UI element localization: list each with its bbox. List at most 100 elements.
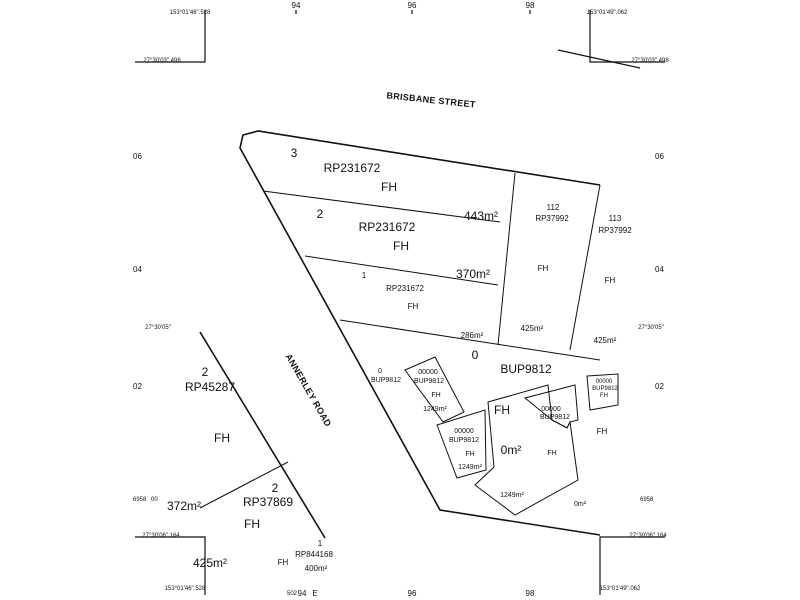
sub-a-plan: BUP9812 (414, 378, 444, 385)
sub-d-tenure: FH (547, 450, 557, 457)
grid-bottom-extra: 502 (286, 591, 298, 597)
lot-division (199, 461, 289, 509)
lon-label-bottom-left: 153°01'46".528 (164, 586, 206, 592)
lot0-plan: BUP9812 (500, 362, 552, 376)
lat-label-bottom-left: 27°30'06".164 (142, 533, 180, 539)
rp844168-area: 400m² (304, 564, 328, 573)
bottom-right-area: 0m² (573, 501, 587, 508)
lot-division (339, 319, 601, 361)
lon-label-top-right: 153°01'49".062 (586, 10, 628, 16)
sub-parcel-right (586, 373, 619, 411)
lat-label-top-right: 27°30'03".498 (631, 58, 669, 64)
grid-bottom-94: 94 (297, 589, 307, 598)
sub-right-plan: BUP9812 (592, 386, 618, 392)
grid-left-06: 06 (133, 152, 142, 161)
lot113-number: 113 (608, 214, 622, 223)
annerley-road-line (199, 331, 326, 539)
sub-b-tenure: FH (465, 451, 475, 458)
lot112-tenure: FH (537, 264, 549, 273)
lot-division (569, 184, 601, 351)
side-label-right: 6958 (640, 497, 654, 503)
rp45287-plan: RP45287 (184, 380, 236, 394)
lat-label-bottom-right: 27°30'06".164 (629, 533, 667, 539)
rp844168-tenure: FH (277, 558, 289, 567)
corner-mark-top-left (135, 10, 206, 63)
rp37869-area: 372m² (166, 499, 202, 513)
lot2-number: 2 (316, 207, 324, 221)
rp45287-tenure: FH (214, 431, 230, 445)
sub-parcel-b (436, 409, 487, 479)
lot3-tenure: FH (381, 180, 397, 194)
sub-left-number: 0 (378, 368, 382, 375)
sub-left-plan: BUP9812 (371, 377, 401, 384)
lot1-area: 370m² (455, 267, 491, 281)
sub-right-number: 00000 (595, 379, 613, 385)
sub-b-number: 00000 (454, 428, 474, 435)
lat-label-mid-right: 27°30'05" (638, 325, 664, 331)
area-425-left: 425m² (192, 556, 228, 570)
corner-mark-bottom-right (599, 536, 665, 595)
grid-right-06: 06 (655, 152, 664, 161)
lot0-tenure: FH (494, 403, 510, 417)
lot112-plan: RP37992 (535, 214, 569, 223)
rp45287-number: 2 (201, 365, 209, 379)
lot-division (497, 172, 516, 346)
corner-mark-bottom-left (135, 536, 206, 595)
lot1-area-b: 286m² (460, 331, 484, 340)
lot1-tenure: FH (407, 302, 419, 311)
sub-right-tenure: FH (600, 393, 608, 399)
lot1-plan: RP231672 (386, 284, 424, 293)
lot0-number: 0 (471, 348, 479, 362)
sub-c-area: 1249m² (500, 492, 524, 499)
lot3-plan: RP231672 (323, 161, 381, 175)
lot2-area: 443m² (463, 209, 499, 223)
lat-label-top-left: 27°30'03".498 (143, 58, 181, 64)
grid-bottom-e: E (312, 589, 318, 598)
lot1-number: 1 (361, 271, 367, 280)
lot-division (262, 190, 501, 223)
sub-parcel-c (474, 384, 579, 516)
corner-mark-top-right (589, 10, 665, 63)
grid-top-94: 94 (291, 1, 301, 10)
lon-label-bottom-right: 153°01'49".062 (599, 586, 641, 592)
lot2-tenure: FH (393, 239, 409, 253)
tick-mark (557, 49, 641, 69)
grid-left-02: 02 (133, 382, 142, 391)
rp37869-number: 2 (271, 481, 279, 495)
sub-parcel-a (404, 356, 465, 423)
rp37869-tenure: FH (244, 517, 260, 531)
grid-left-04: 04 (133, 265, 142, 274)
lot112-number: 112 (546, 203, 560, 212)
sub-d-plan: BUP9812 (540, 414, 570, 421)
sub-parcel-d (523, 384, 579, 429)
sub-right-lower-tenure: FH (596, 427, 608, 436)
grid-right-02: 02 (655, 382, 664, 391)
lon-label-top-left: 153°01'46".528 (169, 10, 211, 16)
side-label-left: 6958 (133, 497, 147, 503)
rp37869-plan: RP37869 (242, 495, 294, 509)
lot112-area: 425m² (520, 324, 544, 333)
rp844168-plan: RP844168 (295, 550, 333, 559)
lot113-area: 425m² (593, 336, 617, 345)
lat-label-mid-left: 27°30'05" (145, 325, 171, 331)
lot3-number: 3 (290, 146, 298, 160)
sub-a-number: 00000 (418, 369, 438, 376)
lot2-plan: RP231672 (358, 220, 416, 234)
rp844168-number: 1 (317, 539, 323, 548)
lot-division (304, 255, 499, 286)
grid-bottom-96: 96 (407, 589, 417, 598)
sub-a-tenure: FH (431, 392, 441, 399)
grid-right-04: 04 (655, 265, 664, 274)
sub-b-plan: BUP9812 (449, 437, 479, 444)
grid-bottom-98: 98 (525, 589, 535, 598)
sub-d-number: 00000 (541, 406, 561, 413)
sub-b-area: 1249m² (458, 464, 482, 471)
sub-a-area: 1249m² (423, 406, 447, 413)
lot113-plan: RP37992 (598, 226, 632, 235)
grid-top-96: 96 (407, 1, 417, 10)
grid-top-98: 98 (525, 1, 535, 10)
main-block-boundary (239, 130, 601, 536)
lot113-tenure: FH (604, 276, 616, 285)
lot0-area: 0m² (500, 443, 522, 457)
